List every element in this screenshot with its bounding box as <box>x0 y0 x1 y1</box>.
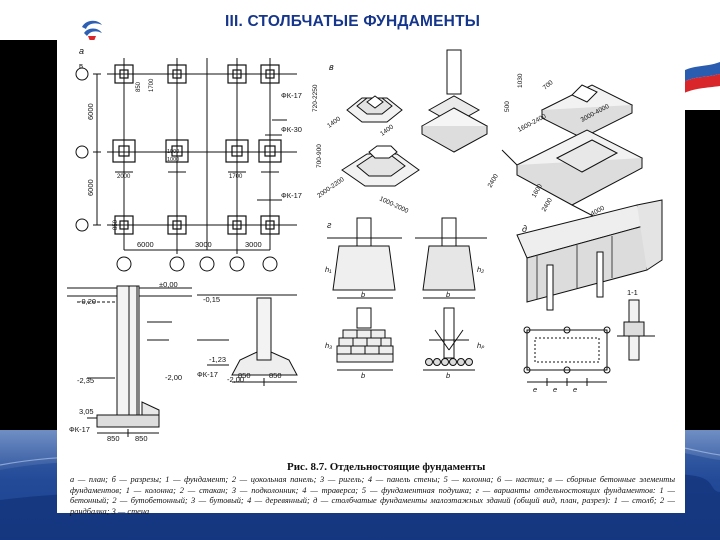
plan-dim-vertical-1: 6000 <box>86 103 95 120</box>
section-label-fk17-left: ФК-17 <box>69 425 90 434</box>
section-level-4: -1,23 <box>209 355 226 364</box>
plan-axis-letter: в <box>79 61 83 70</box>
section-dim-2: 850 <box>135 434 148 443</box>
variants-dim-hp: hₚ <box>477 341 485 350</box>
plan-dim-horizontal-1: 6000 <box>137 240 154 249</box>
slide-title: III. СТОЛБЧАТЫЕ ФУНДАМЕНТЫ <box>225 13 481 30</box>
low-rise-dim-e1: e <box>533 385 537 394</box>
section-label-fk17-right: ФК-17 <box>197 370 218 379</box>
section-level-3: -0,15 <box>203 295 220 304</box>
elements-dim-8: 1030 <box>517 73 524 88</box>
plan-label-fk30: ФК-30 <box>281 125 302 134</box>
plan-pad-dim-4: 2000 <box>117 174 131 180</box>
low-rise-foundation-view <box>516 199 663 386</box>
elements-dim-2: 1400 <box>326 115 342 129</box>
variants-panel-letter: г <box>327 220 332 230</box>
plan-pad-dim-2: 850 <box>113 219 119 230</box>
low-rise-section-mark: 1-1 <box>627 288 638 297</box>
elements-dim-7: 500 <box>504 101 511 112</box>
variants-dim-h3: h₃ <box>325 341 332 350</box>
plan-dim-horizontal-3: 3000 <box>245 240 262 249</box>
plan-pad-dim-7: 1700 <box>229 174 243 180</box>
elements-dim-12: 2400 <box>487 173 500 189</box>
section-level-5: -2,00 <box>227 375 244 384</box>
elements-dim-9: 700 <box>542 79 555 92</box>
left-black-bar <box>0 40 60 435</box>
elements-dim-1: 720-2250 <box>312 84 319 112</box>
low-rise-dim-e2: e <box>553 385 557 394</box>
section-dim-3: 850 <box>238 371 251 380</box>
plan-pad-dim-3: 1700 <box>149 78 155 92</box>
elements-dim-6: 1000-2000 <box>378 195 409 215</box>
flag-ribbon-icon <box>676 52 720 94</box>
elements-dim-14: 2400 <box>541 197 554 213</box>
elements-panel-letter: в <box>329 62 334 72</box>
plan-panel-letter: а <box>79 46 84 56</box>
figure-caption-title: Рис. 8.7. Отдельностоящие фундаменты <box>287 461 486 473</box>
section-level-8: -2,00 <box>165 373 182 382</box>
plan-label-fk17-bottom: ФК-17 <box>281 191 302 200</box>
plan-dim-vertical-2: 6000 <box>86 179 95 196</box>
low-rise-dim-e3: e <box>573 385 577 394</box>
variants-dim-b4: b <box>446 371 450 380</box>
section-view <box>67 285 298 437</box>
foundation-drawing: а в 6000 6000 6000 3000 3000 ФК-17 ФК-30… <box>57 40 685 516</box>
foundation-variants-view <box>327 217 487 371</box>
variants-dim-b3: b <box>361 371 365 380</box>
figure-legend: а — план; б — разрезы; 1 — фундамент; 2 … <box>70 475 675 516</box>
section-dim-1: 850 <box>107 434 120 443</box>
plan-pad-dim-1: 850 <box>136 81 142 92</box>
plan-label-fk17-top: ФК-17 <box>281 91 302 100</box>
plan-dim-horizontal-2: 3000 <box>195 240 212 249</box>
variants-dim-b1: b <box>361 290 365 299</box>
plan-pad-dim-5: 1000 <box>167 149 179 155</box>
section-level-2: -0,20 <box>79 297 96 306</box>
elements-dim-4: 700-900 <box>316 144 323 168</box>
variants-dim-h1: h₁ <box>325 265 332 274</box>
section-dim-4: 850 <box>269 371 282 380</box>
plan-view <box>75 58 297 272</box>
plan-pad-dim-6: 1000 <box>167 157 179 163</box>
right-black-bar <box>683 110 720 435</box>
low-rise-panel-letter: д <box>522 224 527 234</box>
variants-dim-h2: h₂ <box>477 265 484 274</box>
technical-drawing-svg: а в 6000 6000 6000 3000 3000 ФК-17 ФК-30… <box>67 46 663 443</box>
section-level-1: ±0,00 <box>159 280 178 289</box>
elements-dim-11: 1600-2400 <box>517 113 548 134</box>
section-level-6: -2,35 <box>77 376 94 385</box>
elements-dim-3: 1400 <box>379 123 395 137</box>
elements-dim-5: 2000-2200 <box>316 176 346 200</box>
variants-dim-b2: b <box>446 290 450 299</box>
section-level-7: 3,05 <box>79 407 94 416</box>
precast-elements-view <box>341 49 644 219</box>
